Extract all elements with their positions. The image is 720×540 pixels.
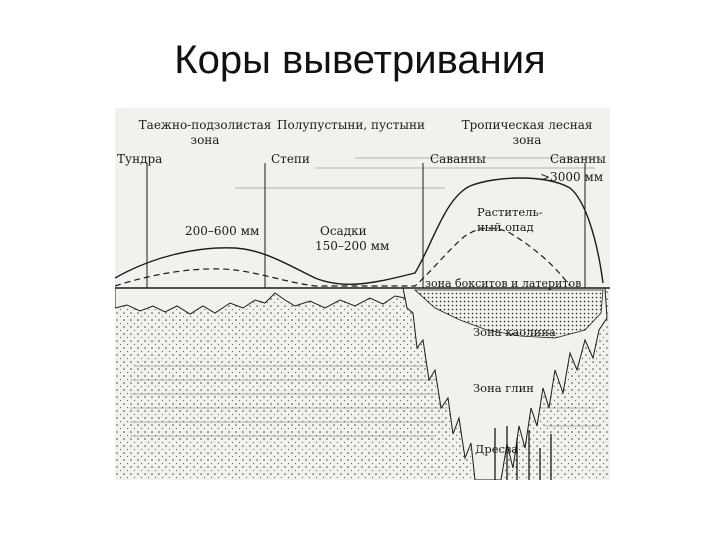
fissure-lines: [494, 426, 552, 480]
precipitation-curve: [115, 177, 604, 286]
soil-label-bauxite: зона бокситов и латеритов: [425, 277, 581, 290]
plant-litter-curve: [115, 227, 571, 287]
litter-label: Раститель-: [477, 205, 543, 219]
upper-weathered-layer: [115, 287, 416, 315]
precip-label-low: Осадки: [320, 224, 367, 238]
zone-boundary-lines: [146, 163, 586, 288]
bauxite-zone-area: [413, 289, 604, 339]
zone-label-savanna-left: Саванны: [430, 152, 486, 166]
soil-label-dresva: Дресва: [475, 442, 518, 456]
zone-label-steppe: Степи: [271, 152, 310, 166]
zone-label-savanna-right: Саванны: [550, 152, 606, 166]
zone-label-taiga: Таежно-подзолистая: [139, 118, 272, 132]
precip-label-low-2: 150–200 мм: [315, 239, 389, 253]
slide-title: Коры выветривания: [174, 38, 546, 82]
zone-label-tropical: Тропическая лесная: [462, 118, 593, 132]
zone-label-tropical-2: зона: [513, 133, 542, 147]
precip-label-high: >3000 мм: [540, 170, 603, 184]
diagram-svg: Таежно-подзолистая зона Полупустыни, пус…: [115, 118, 610, 480]
zone-label-tundra: Тундра: [117, 152, 162, 166]
weathering-crust-diagram: Таежно-подзолистая зона Полупустыни, пус…: [115, 108, 610, 480]
zone-label-semidesert: Полупустыни, пустыни: [277, 118, 425, 132]
soil-label-clay: Зона глин: [473, 381, 534, 395]
litter-label-2: ный опад: [477, 220, 534, 234]
precip-label-mid: 200–600 мм: [185, 224, 259, 238]
zone-label-taiga-2: зона: [191, 133, 220, 147]
soil-label-kaolin: Зона каолина: [473, 325, 556, 339]
